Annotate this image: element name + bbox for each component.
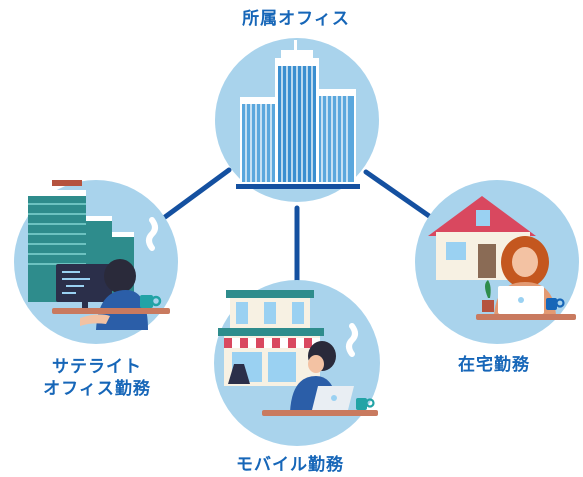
- monitor-icon: [56, 264, 112, 310]
- steam-icon: [346, 323, 358, 357]
- mug-icon: [356, 398, 375, 410]
- headquarters-label: 所属オフィス: [242, 9, 350, 29]
- office-building-icon: [236, 40, 360, 189]
- laptop-icon: [312, 386, 354, 410]
- mug-icon: [140, 295, 162, 308]
- satellite-node: [14, 180, 178, 344]
- connector-home: [363, 169, 435, 221]
- satellite-label: サテライト オフィス勤務: [22, 356, 172, 400]
- awning-icon: [224, 338, 320, 348]
- home-label: 在宅勤務: [458, 355, 530, 375]
- steam-icon: [146, 217, 158, 251]
- desk-icon: [476, 314, 576, 320]
- home-node: [415, 180, 579, 344]
- plant-icon: [482, 280, 494, 312]
- laptop-icon: [498, 286, 544, 314]
- desk-icon: [262, 410, 378, 416]
- satellite-label-line1: サテライト: [52, 357, 142, 377]
- mobile-node: [214, 280, 380, 446]
- desk-icon: [52, 308, 170, 314]
- mobile-label: モバイル勤務: [236, 455, 344, 475]
- headquarters-node: [215, 38, 379, 202]
- satellite-label-line2: オフィス勤務: [43, 379, 151, 399]
- mug-icon: [546, 298, 565, 310]
- shop-building-icon: [218, 290, 324, 386]
- sign-board-icon: [228, 364, 250, 384]
- connector-satellite: [162, 167, 232, 220]
- connectors: [162, 167, 435, 285]
